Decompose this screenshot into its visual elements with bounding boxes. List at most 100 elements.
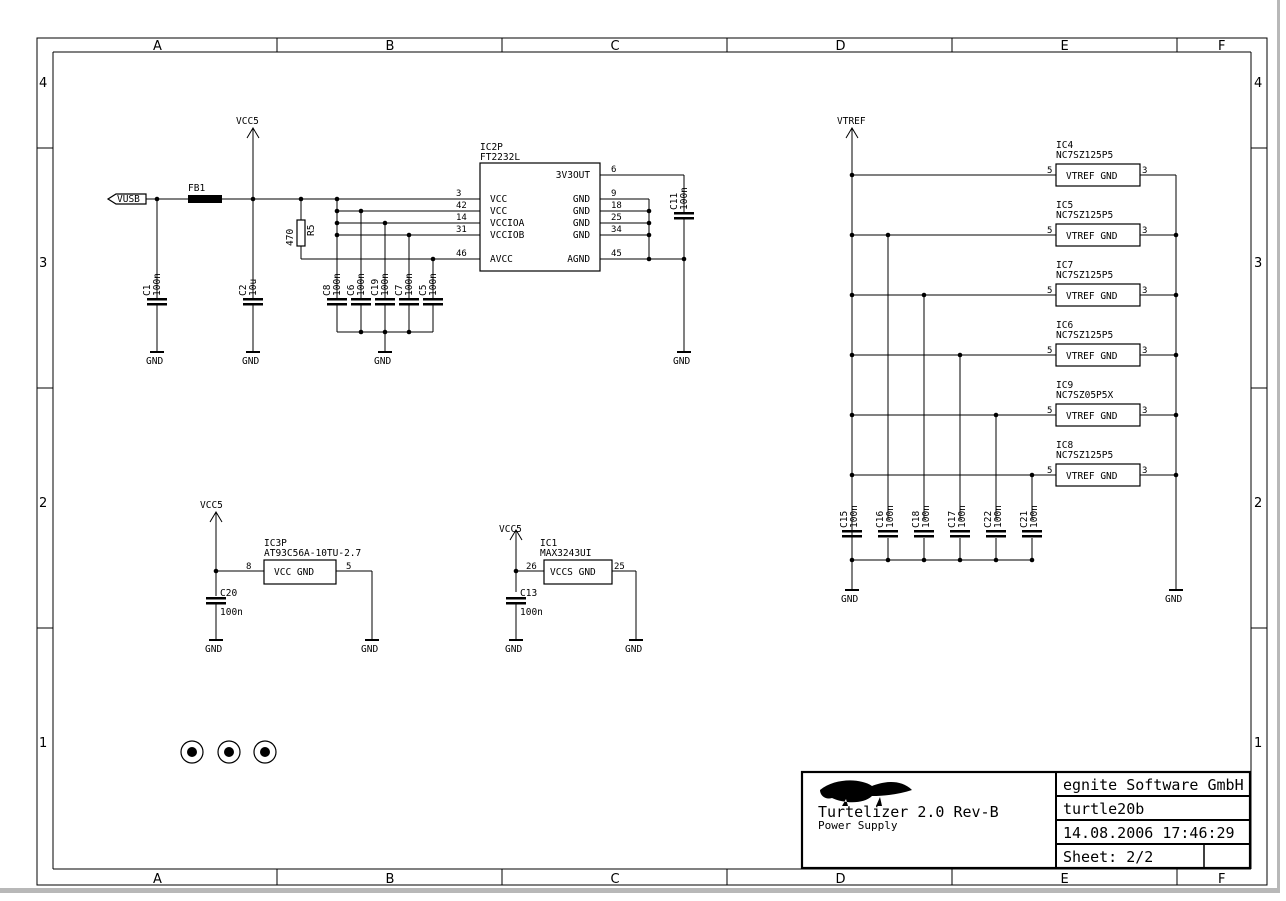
- capacitor-value: 10u: [248, 279, 259, 296]
- buffer-ic-text: VTREF GND: [1066, 471, 1118, 482]
- frame-col-label: F: [1218, 872, 1225, 887]
- ic2-pin-number: 6: [611, 165, 616, 175]
- buffer-pin-out: 3: [1142, 406, 1147, 416]
- vcc5-label-ic1: VCC5: [499, 524, 522, 535]
- capacitor-value: 100n: [404, 273, 415, 296]
- usb-power-section: VUSB FB1 VCC5 470 R5: [106, 116, 687, 352]
- frame-row-label: 1: [1254, 736, 1262, 751]
- buffer-ic-text: VTREF GND: [1066, 171, 1118, 182]
- capacitor-value: 100n: [152, 273, 163, 296]
- buffer-ic-text: VTREF GND: [1066, 291, 1118, 302]
- capacitor-value: 100n: [380, 273, 391, 296]
- capacitor-name: C19: [370, 279, 381, 296]
- buffer-pin-out: 3: [1142, 286, 1147, 296]
- company-name: egnite Software GmbH: [1063, 776, 1244, 794]
- ic2-pin-name: VCCIOB: [490, 230, 525, 241]
- gnd-label: GND: [505, 644, 522, 655]
- buffer-ic-name: IC4: [1056, 140, 1073, 151]
- buffer-ic-text: VTREF GND: [1066, 351, 1118, 362]
- c20-name: C20: [220, 588, 237, 599]
- ic2-ft2232l: [479, 162, 601, 272]
- frame-col-label: D: [836, 872, 846, 887]
- buffer-ic-part: NC7SZ125P5: [1056, 330, 1113, 341]
- buffer-ic-part: NC7SZ125P5: [1056, 270, 1113, 281]
- capacitor-name: C5: [418, 285, 429, 296]
- ic2-pin-number: 18: [611, 201, 622, 211]
- gnd-label: GND: [1165, 594, 1182, 605]
- capacitor-name: C16: [875, 511, 886, 528]
- ic2-pin-name: 3V3OUT: [556, 170, 591, 181]
- ic1-text: VCCS GND: [550, 567, 596, 578]
- buffer-pin-out: 3: [1142, 346, 1147, 356]
- vcc5-label-top: VCC5: [236, 116, 259, 127]
- buffer-ic-name: IC6: [1056, 320, 1073, 331]
- frame-col-label: A: [153, 39, 162, 54]
- ic2-pin-number: 9: [611, 189, 616, 199]
- ic2-pin-number: 42: [456, 201, 467, 211]
- capacitor-name: C21: [1019, 511, 1030, 528]
- file-name: turtle20b: [1063, 800, 1144, 818]
- ic3-text: VCC GND: [274, 567, 314, 578]
- vcc5-label-ic3: VCC5: [200, 500, 223, 511]
- buffer-pin-in: 5: [1047, 406, 1052, 416]
- capacitor: [1022, 530, 1042, 533]
- buffer-pin-in: 5: [1047, 346, 1052, 356]
- buffer-ic-part: NC7SZ05P5X: [1056, 390, 1113, 401]
- fb1-label: FB1: [188, 183, 205, 194]
- eeprom-section: VCC5 VCC GND IC3P AT93C56A-10TU-2.7 8 5 …: [200, 500, 373, 640]
- vusb-label: VUSB: [117, 194, 140, 205]
- buffer-ic-name: IC9: [1056, 380, 1073, 391]
- gnd-label: GND: [205, 644, 222, 655]
- gnd-label: GND: [146, 356, 163, 367]
- capacitor-value: 100n: [993, 505, 1004, 528]
- capacitor-name: C22: [983, 511, 994, 528]
- buffer-pin-in: 5: [1047, 286, 1052, 296]
- capacitor: [878, 530, 898, 533]
- capacitor-name: C18: [911, 511, 922, 528]
- capacitor-value: 100n: [356, 273, 367, 296]
- capacitor-name: C15: [839, 511, 850, 528]
- capacitor: [351, 298, 371, 301]
- buffer-pin-in: 5: [1047, 226, 1052, 236]
- frame-col-label: D: [836, 39, 846, 54]
- ic2-pin-name: AGND: [567, 254, 590, 265]
- frame-col-label: E: [1061, 872, 1069, 887]
- gnd-label: GND: [361, 644, 378, 655]
- capacitor-value: 100n: [332, 273, 343, 296]
- ic2-pin-name: GND: [573, 230, 590, 241]
- ic1-pin-left: 26: [526, 562, 537, 572]
- frame-col-label: C: [611, 872, 620, 887]
- ic2-pin-name: GND: [573, 206, 590, 217]
- ic2-pin-number: 25: [611, 213, 622, 223]
- ic2-name: IC2P: [480, 142, 503, 153]
- ic2-pin-number: 3: [456, 189, 461, 199]
- capacitor: [375, 298, 395, 301]
- buffer-ic-name: IC7: [1056, 260, 1073, 271]
- frame-col-label: B: [386, 872, 395, 887]
- frame-col-label: E: [1061, 39, 1069, 54]
- frame-col-label: C: [611, 39, 620, 54]
- gnd-label: GND: [841, 594, 858, 605]
- r5-name: R5: [306, 225, 317, 236]
- project-title: Turtelizer 2.0 Rev-B: [818, 803, 999, 821]
- ic2-pin-number: 34: [611, 225, 622, 235]
- turtle-logo: [820, 780, 912, 806]
- sheet-title: Power Supply: [818, 819, 898, 832]
- ic1-name: IC1: [540, 538, 557, 549]
- frame-row-label: 3: [1254, 256, 1262, 271]
- ic2-part: FT2232L: [480, 152, 520, 163]
- capacitor: [842, 530, 862, 533]
- buffer-ic-text: VTREF GND: [1066, 231, 1118, 242]
- gnd-label: GND: [374, 356, 391, 367]
- mounting-holes: [180, 740, 277, 764]
- buffer-ic: [1055, 343, 1141, 367]
- frame-row-label: 3: [39, 256, 47, 271]
- ic1-pin-right: 25: [614, 562, 625, 572]
- capacitor: [950, 530, 970, 533]
- ic2-pin-number: 31: [456, 225, 467, 235]
- ic2-pin-name: AVCC: [490, 254, 513, 265]
- buffer-ic: [1055, 463, 1141, 487]
- c13-value: 100n: [520, 607, 543, 618]
- capacitor: [674, 212, 694, 215]
